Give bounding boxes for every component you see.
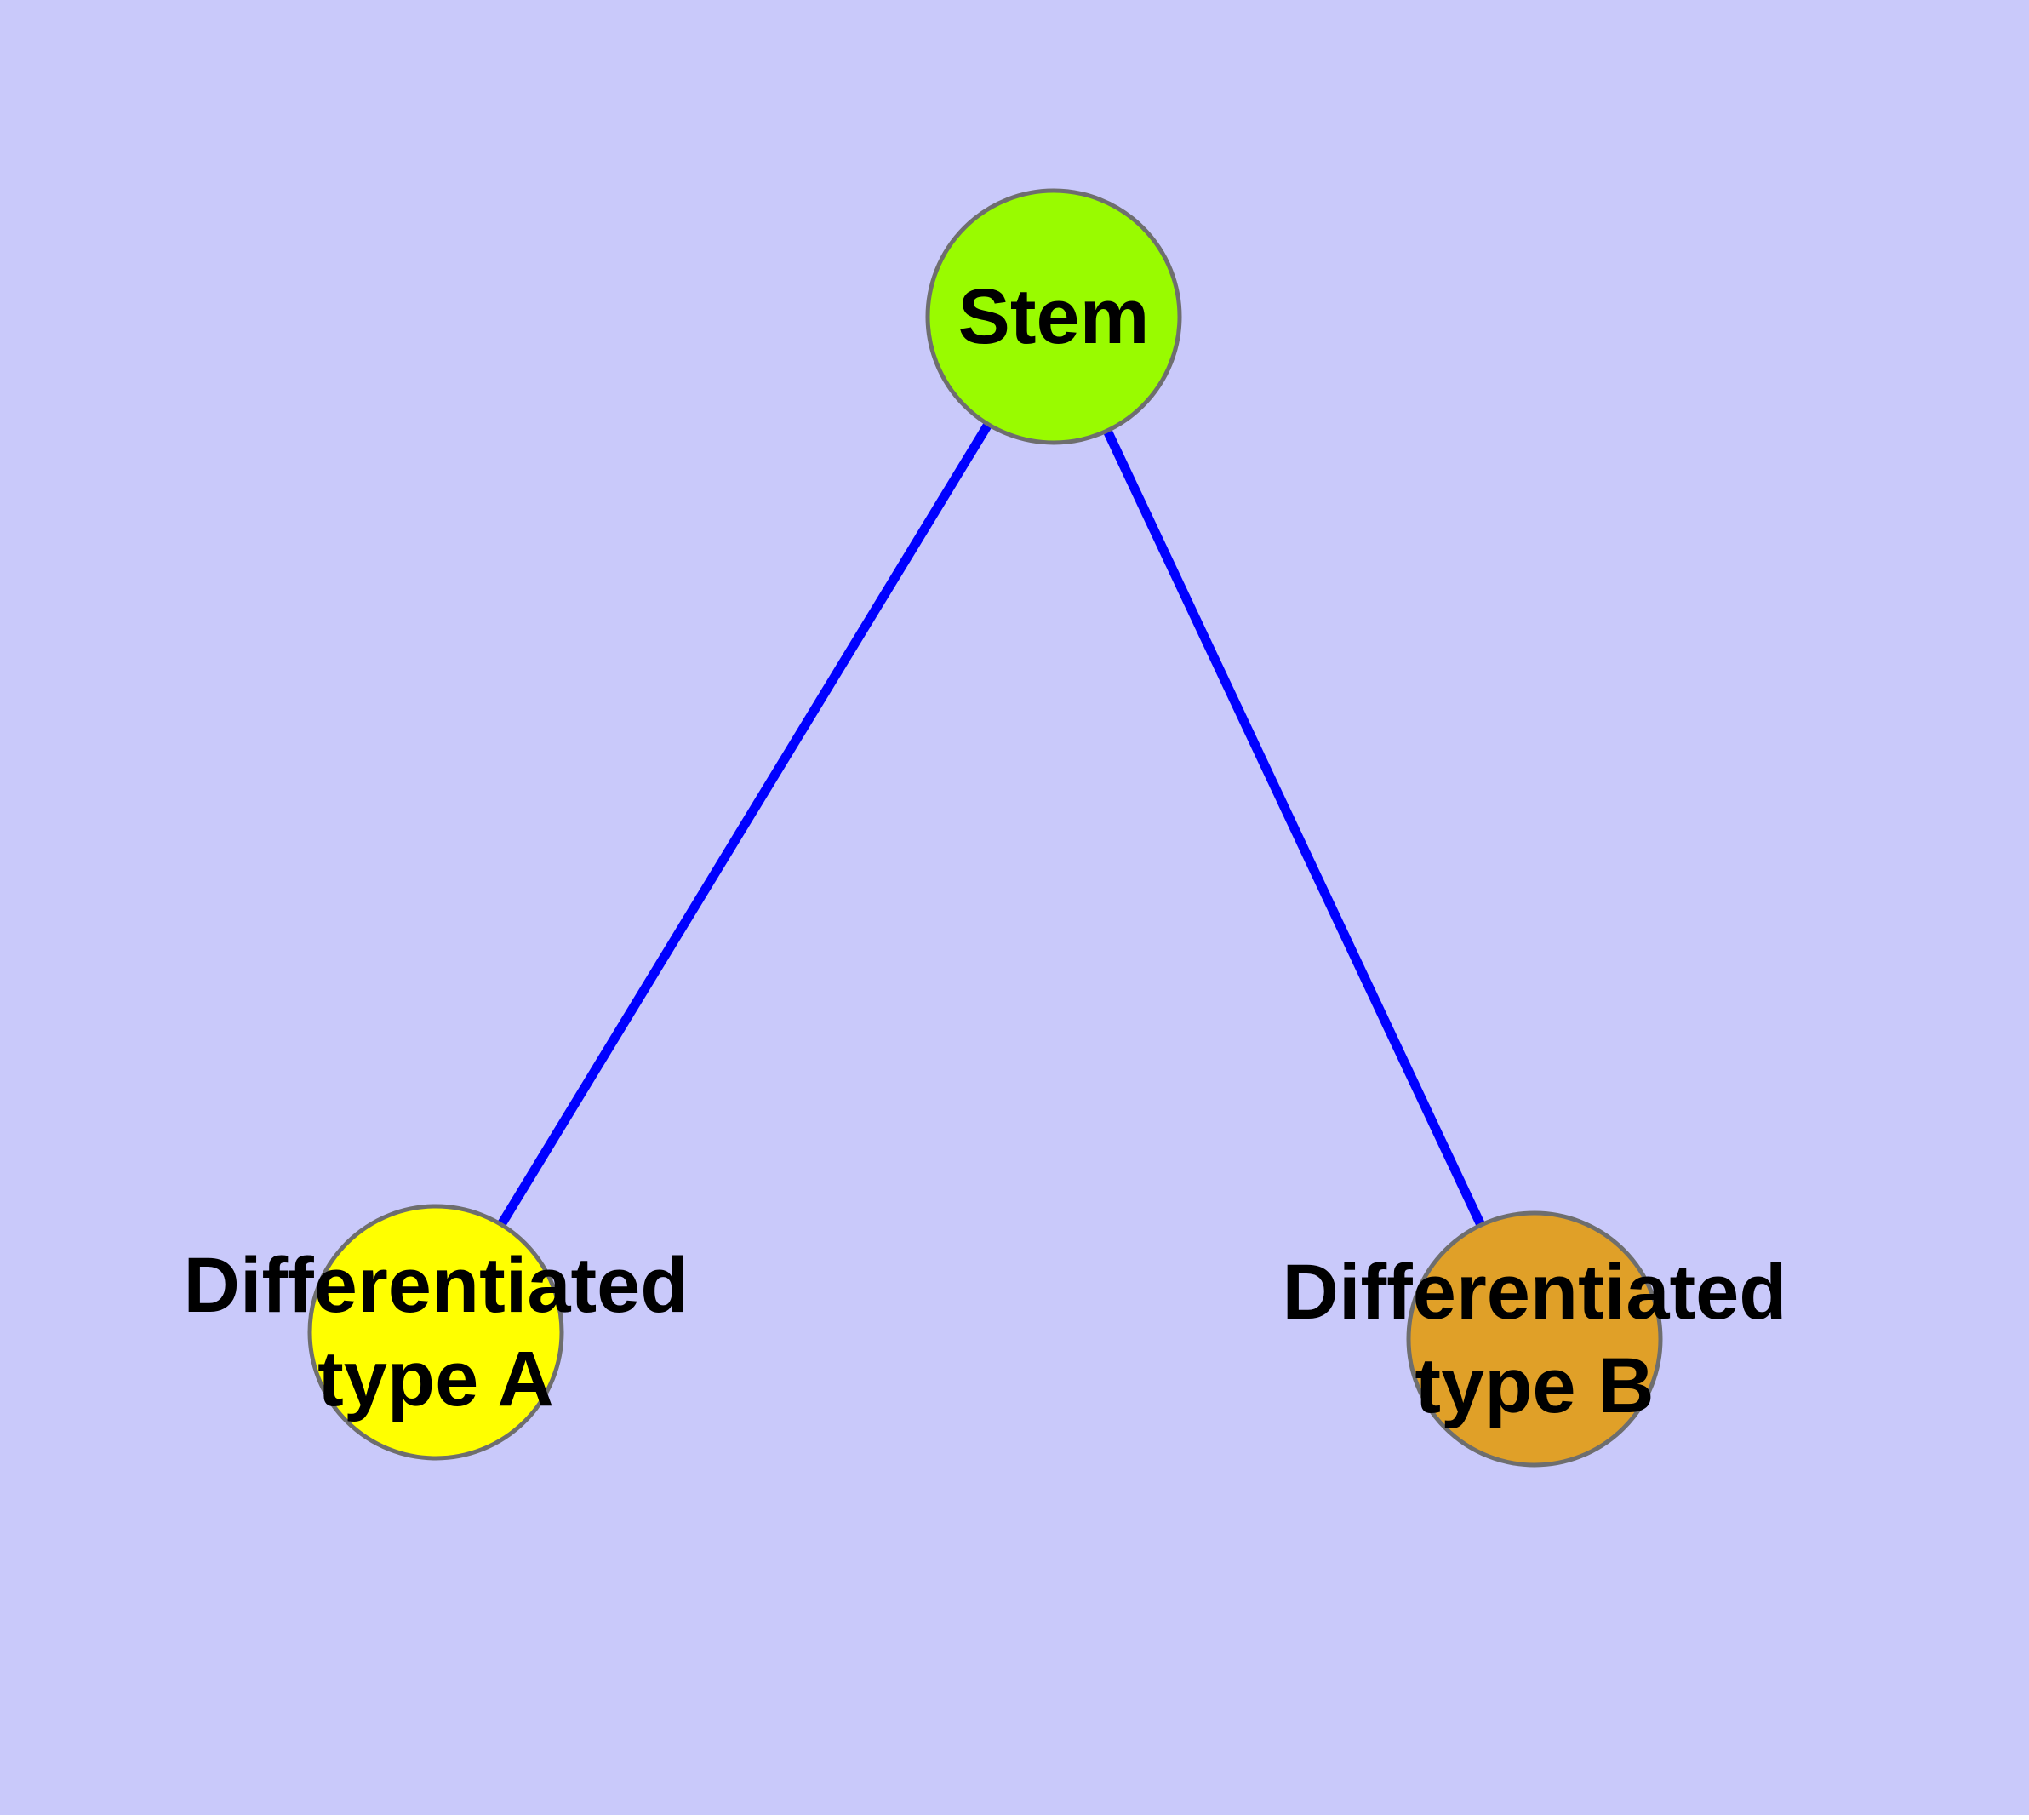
edge-stem-to-type-b	[1049, 314, 1539, 1342]
edge-stem-to-type-a	[432, 314, 1058, 1335]
node-stem	[925, 188, 1182, 445]
node-differentiated-type-b	[1406, 1210, 1663, 1468]
node-differentiated-type-a	[307, 1204, 564, 1461]
